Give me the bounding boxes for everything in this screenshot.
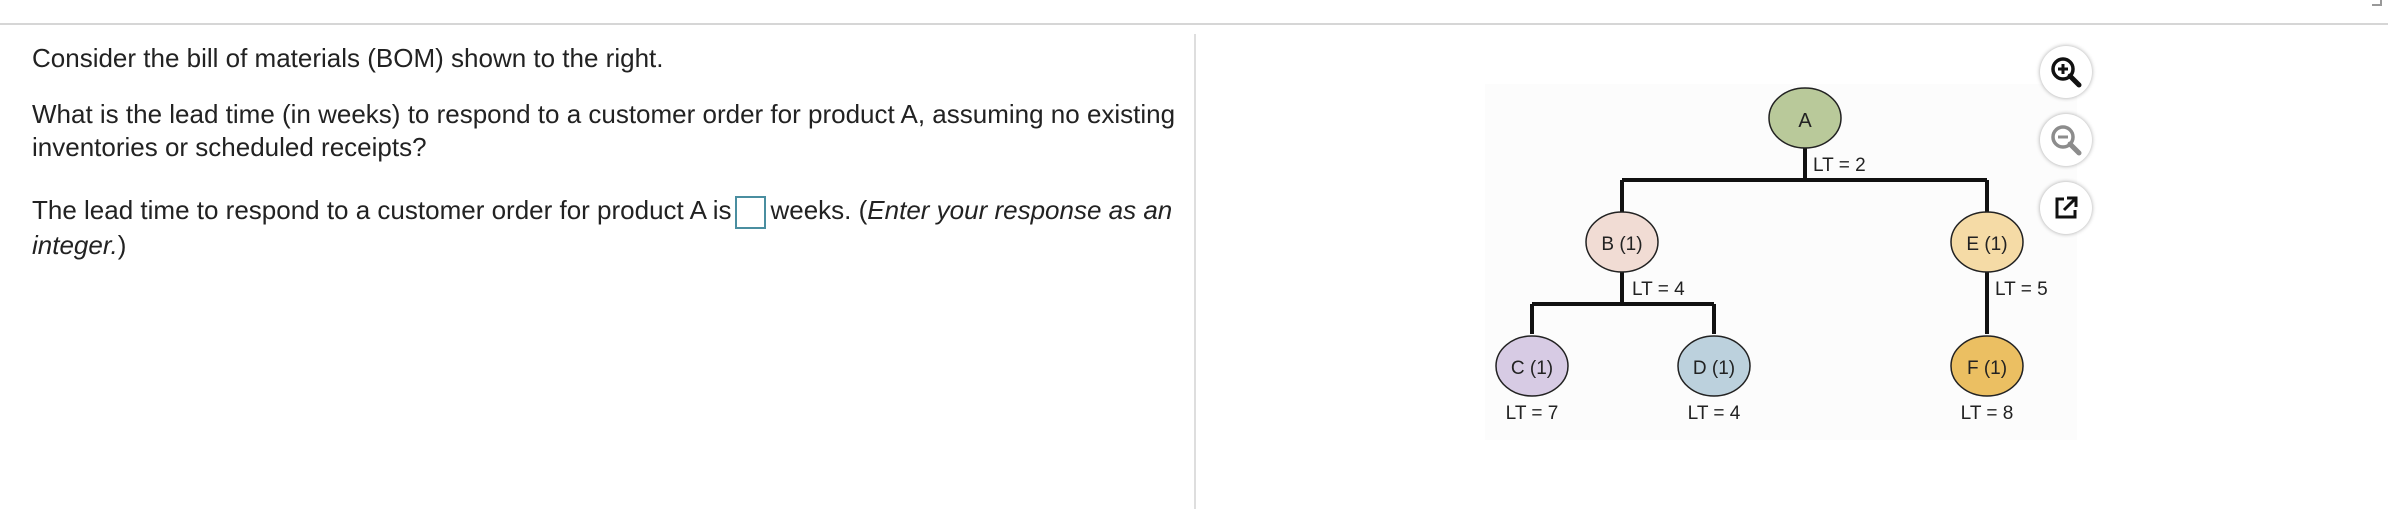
node-b-shape <box>1585 211 1659 273</box>
node-a: A LT = 2 <box>1768 87 1866 176</box>
lead-time-answer-input[interactable] <box>735 195 767 229</box>
node-f-label: F (1) <box>1967 358 2007 379</box>
node-d: D (1) LT = 4 <box>1677 335 1751 424</box>
answer-suffix-end: ) <box>117 229 127 260</box>
answer-instruction: Enter your response as an integer. <box>32 195 1173 260</box>
node-b-label: B (1) <box>1601 234 1642 255</box>
question-ask: What is the lead time (in weeks) to resp… <box>32 99 1176 162</box>
magnify-minus-icon <box>2051 125 2082 156</box>
answer-statement: The lead time to respond to a customer o… <box>32 194 1182 262</box>
node-d-lt: LT = 4 <box>1688 403 1741 424</box>
node-a-lt: LT = 2 <box>1813 155 1866 176</box>
zoom-in-button[interactable] <box>2040 46 2092 98</box>
question-panel: Consider the bill of materials (BOM) sho… <box>32 42 1182 262</box>
node-c-shape <box>1495 335 1569 397</box>
node-f-shape <box>1950 335 2024 397</box>
node-d-label: D (1) <box>1693 358 1735 379</box>
node-a-label: A <box>1798 110 1812 132</box>
node-b: B (1) LT = 4 <box>1585 211 1685 300</box>
popout-icon <box>2055 196 2078 219</box>
top-divider <box>0 23 2388 25</box>
node-b-lt: LT = 4 <box>1632 279 1685 300</box>
answer-prefix: The lead time to respond to a customer o… <box>32 195 732 225</box>
bom-figure: A LT = 2 B (1) LT = 4 E (1) LT = 5 C (1)… <box>1485 84 2077 440</box>
node-f: F (1) LT = 8 <box>1950 335 2024 424</box>
node-d-shape <box>1677 335 1751 397</box>
node-c-lt: LT = 7 <box>1506 403 1559 424</box>
node-e: E (1) LT = 5 <box>1950 211 2048 300</box>
question-intro: Consider the bill of materials (BOM) sho… <box>32 43 664 73</box>
corner-mark <box>2372 0 2382 6</box>
node-a-shape <box>1768 87 1842 149</box>
zoom-out-button[interactable] <box>2040 114 2092 166</box>
node-f-lt: LT = 8 <box>1961 403 2014 424</box>
bom-tree: A LT = 2 B (1) LT = 4 E (1) LT = 5 C (1)… <box>1495 87 2048 424</box>
node-e-lt: LT = 5 <box>1995 279 2048 300</box>
node-e-label: E (1) <box>1966 234 2007 255</box>
answer-suffix: weeks. ( <box>770 195 868 225</box>
node-c-label: C (1) <box>1511 358 1553 379</box>
magnify-plus-icon <box>2051 57 2082 88</box>
pane-divider <box>1194 34 1196 509</box>
node-e-shape <box>1950 211 2024 273</box>
node-c: C (1) LT = 7 <box>1495 335 1569 424</box>
popout-button[interactable] <box>2040 182 2092 234</box>
